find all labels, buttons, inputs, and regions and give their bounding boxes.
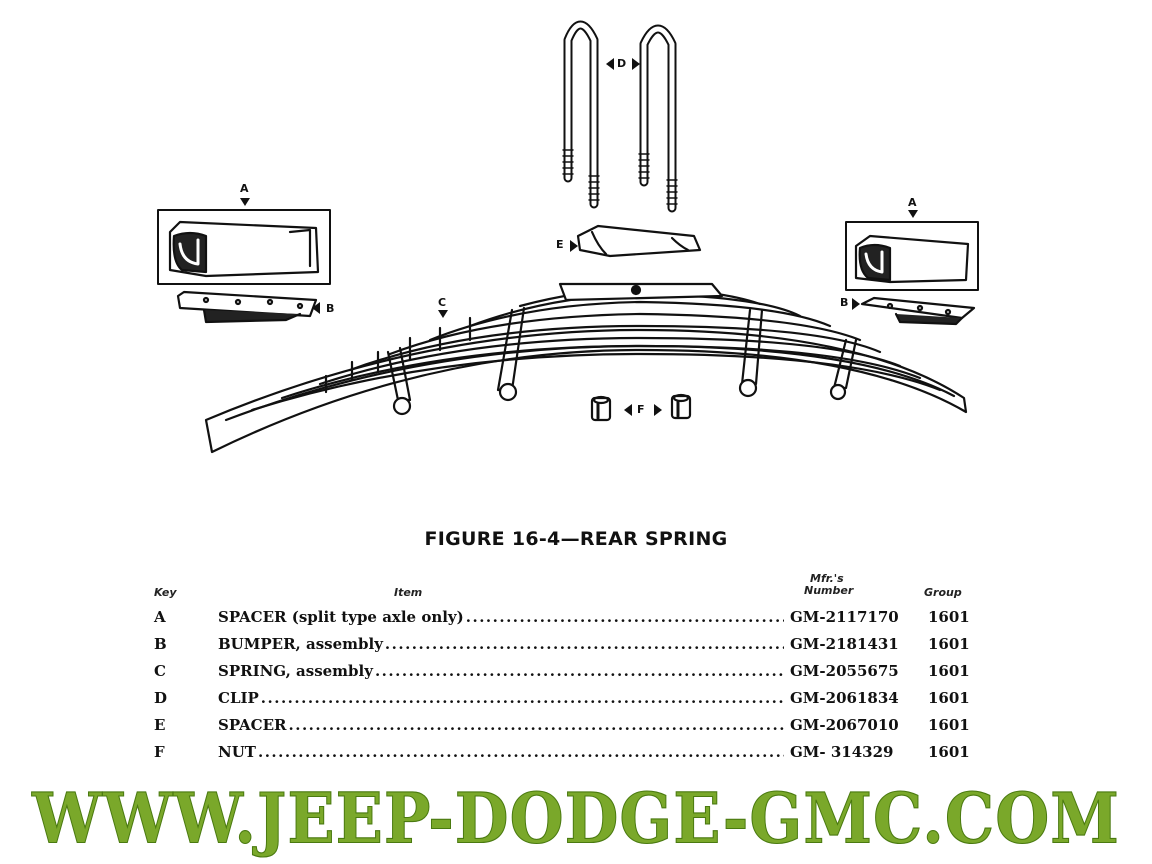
row-item: SPRING, assembly bbox=[218, 662, 784, 680]
row-group: 1601 bbox=[928, 608, 970, 626]
row-mfr-number: GM- 314329 bbox=[790, 743, 894, 761]
bumper-left bbox=[176, 290, 318, 324]
table-row: A SPACER (split type axle only) GM-21171… bbox=[154, 608, 974, 632]
leaf-spring-assembly bbox=[204, 282, 968, 454]
row-key: F bbox=[154, 743, 165, 761]
callout-e: E bbox=[556, 238, 564, 251]
table-row: C SPRING, assembly GM-2055675 1601 bbox=[154, 662, 974, 686]
rear-spring-illustration bbox=[157, 20, 979, 454]
row-item: SPACER (split type axle only) bbox=[218, 608, 784, 626]
table-row: F NUT GM- 314329 1601 bbox=[154, 743, 974, 767]
row-group: 1601 bbox=[928, 743, 970, 761]
row-item: SPACER bbox=[218, 716, 784, 734]
header-group: Group bbox=[924, 586, 962, 599]
table-row: E SPACER GM-2067010 1601 bbox=[154, 716, 974, 740]
row-group: 1601 bbox=[928, 716, 970, 734]
table-row: D CLIP GM-2061834 1601 bbox=[154, 689, 974, 713]
nut-left bbox=[590, 395, 612, 422]
callout-f: F bbox=[637, 403, 645, 416]
row-key: B bbox=[154, 635, 167, 653]
u-bolt-clip-left bbox=[562, 20, 600, 209]
callout-b-left: B bbox=[326, 302, 335, 315]
website-watermark: WWW.JEEP-DODGE-GMC.COM bbox=[32, 777, 1120, 860]
callout-b-right: B bbox=[840, 296, 849, 309]
axle-spacer-right bbox=[845, 221, 979, 291]
row-key: C bbox=[154, 662, 166, 680]
axle-spacer-left bbox=[157, 209, 331, 285]
bumper-right bbox=[860, 296, 976, 326]
row-mfr-number: GM-2181431 bbox=[790, 635, 899, 653]
header-item: Item bbox=[394, 586, 423, 599]
row-mfr-number: GM-2055675 bbox=[790, 662, 899, 680]
row-item: BUMPER, assembly bbox=[218, 635, 784, 653]
row-mfr-number: GM-2117170 bbox=[790, 608, 899, 626]
row-group: 1601 bbox=[928, 689, 970, 707]
nut-right bbox=[670, 393, 692, 420]
header-mfr-line2: Number bbox=[804, 584, 854, 597]
header-key: Key bbox=[154, 586, 177, 599]
callout-a-right: A bbox=[908, 196, 917, 209]
top-spacer bbox=[576, 224, 702, 258]
header-mfr-line1: Mfr.'s bbox=[810, 572, 844, 585]
row-group: 1601 bbox=[928, 635, 970, 653]
row-item: CLIP bbox=[218, 689, 784, 707]
row-group: 1601 bbox=[928, 662, 970, 680]
u-bolt-clip-right bbox=[638, 24, 678, 213]
row-item: NUT bbox=[218, 743, 784, 761]
row-key: D bbox=[154, 689, 168, 707]
row-mfr-number: GM-2061834 bbox=[790, 689, 899, 707]
row-key: E bbox=[154, 716, 166, 734]
row-mfr-number: GM-2067010 bbox=[790, 716, 899, 734]
callout-d: D bbox=[617, 57, 627, 70]
figure-title: FIGURE 16-4—REAR SPRING bbox=[424, 528, 728, 550]
callout-c: C bbox=[438, 296, 447, 309]
row-key: A bbox=[154, 608, 166, 626]
callout-a-left: A bbox=[240, 182, 249, 195]
table-row: B BUMPER, assembly GM-2181431 1601 bbox=[154, 635, 974, 659]
